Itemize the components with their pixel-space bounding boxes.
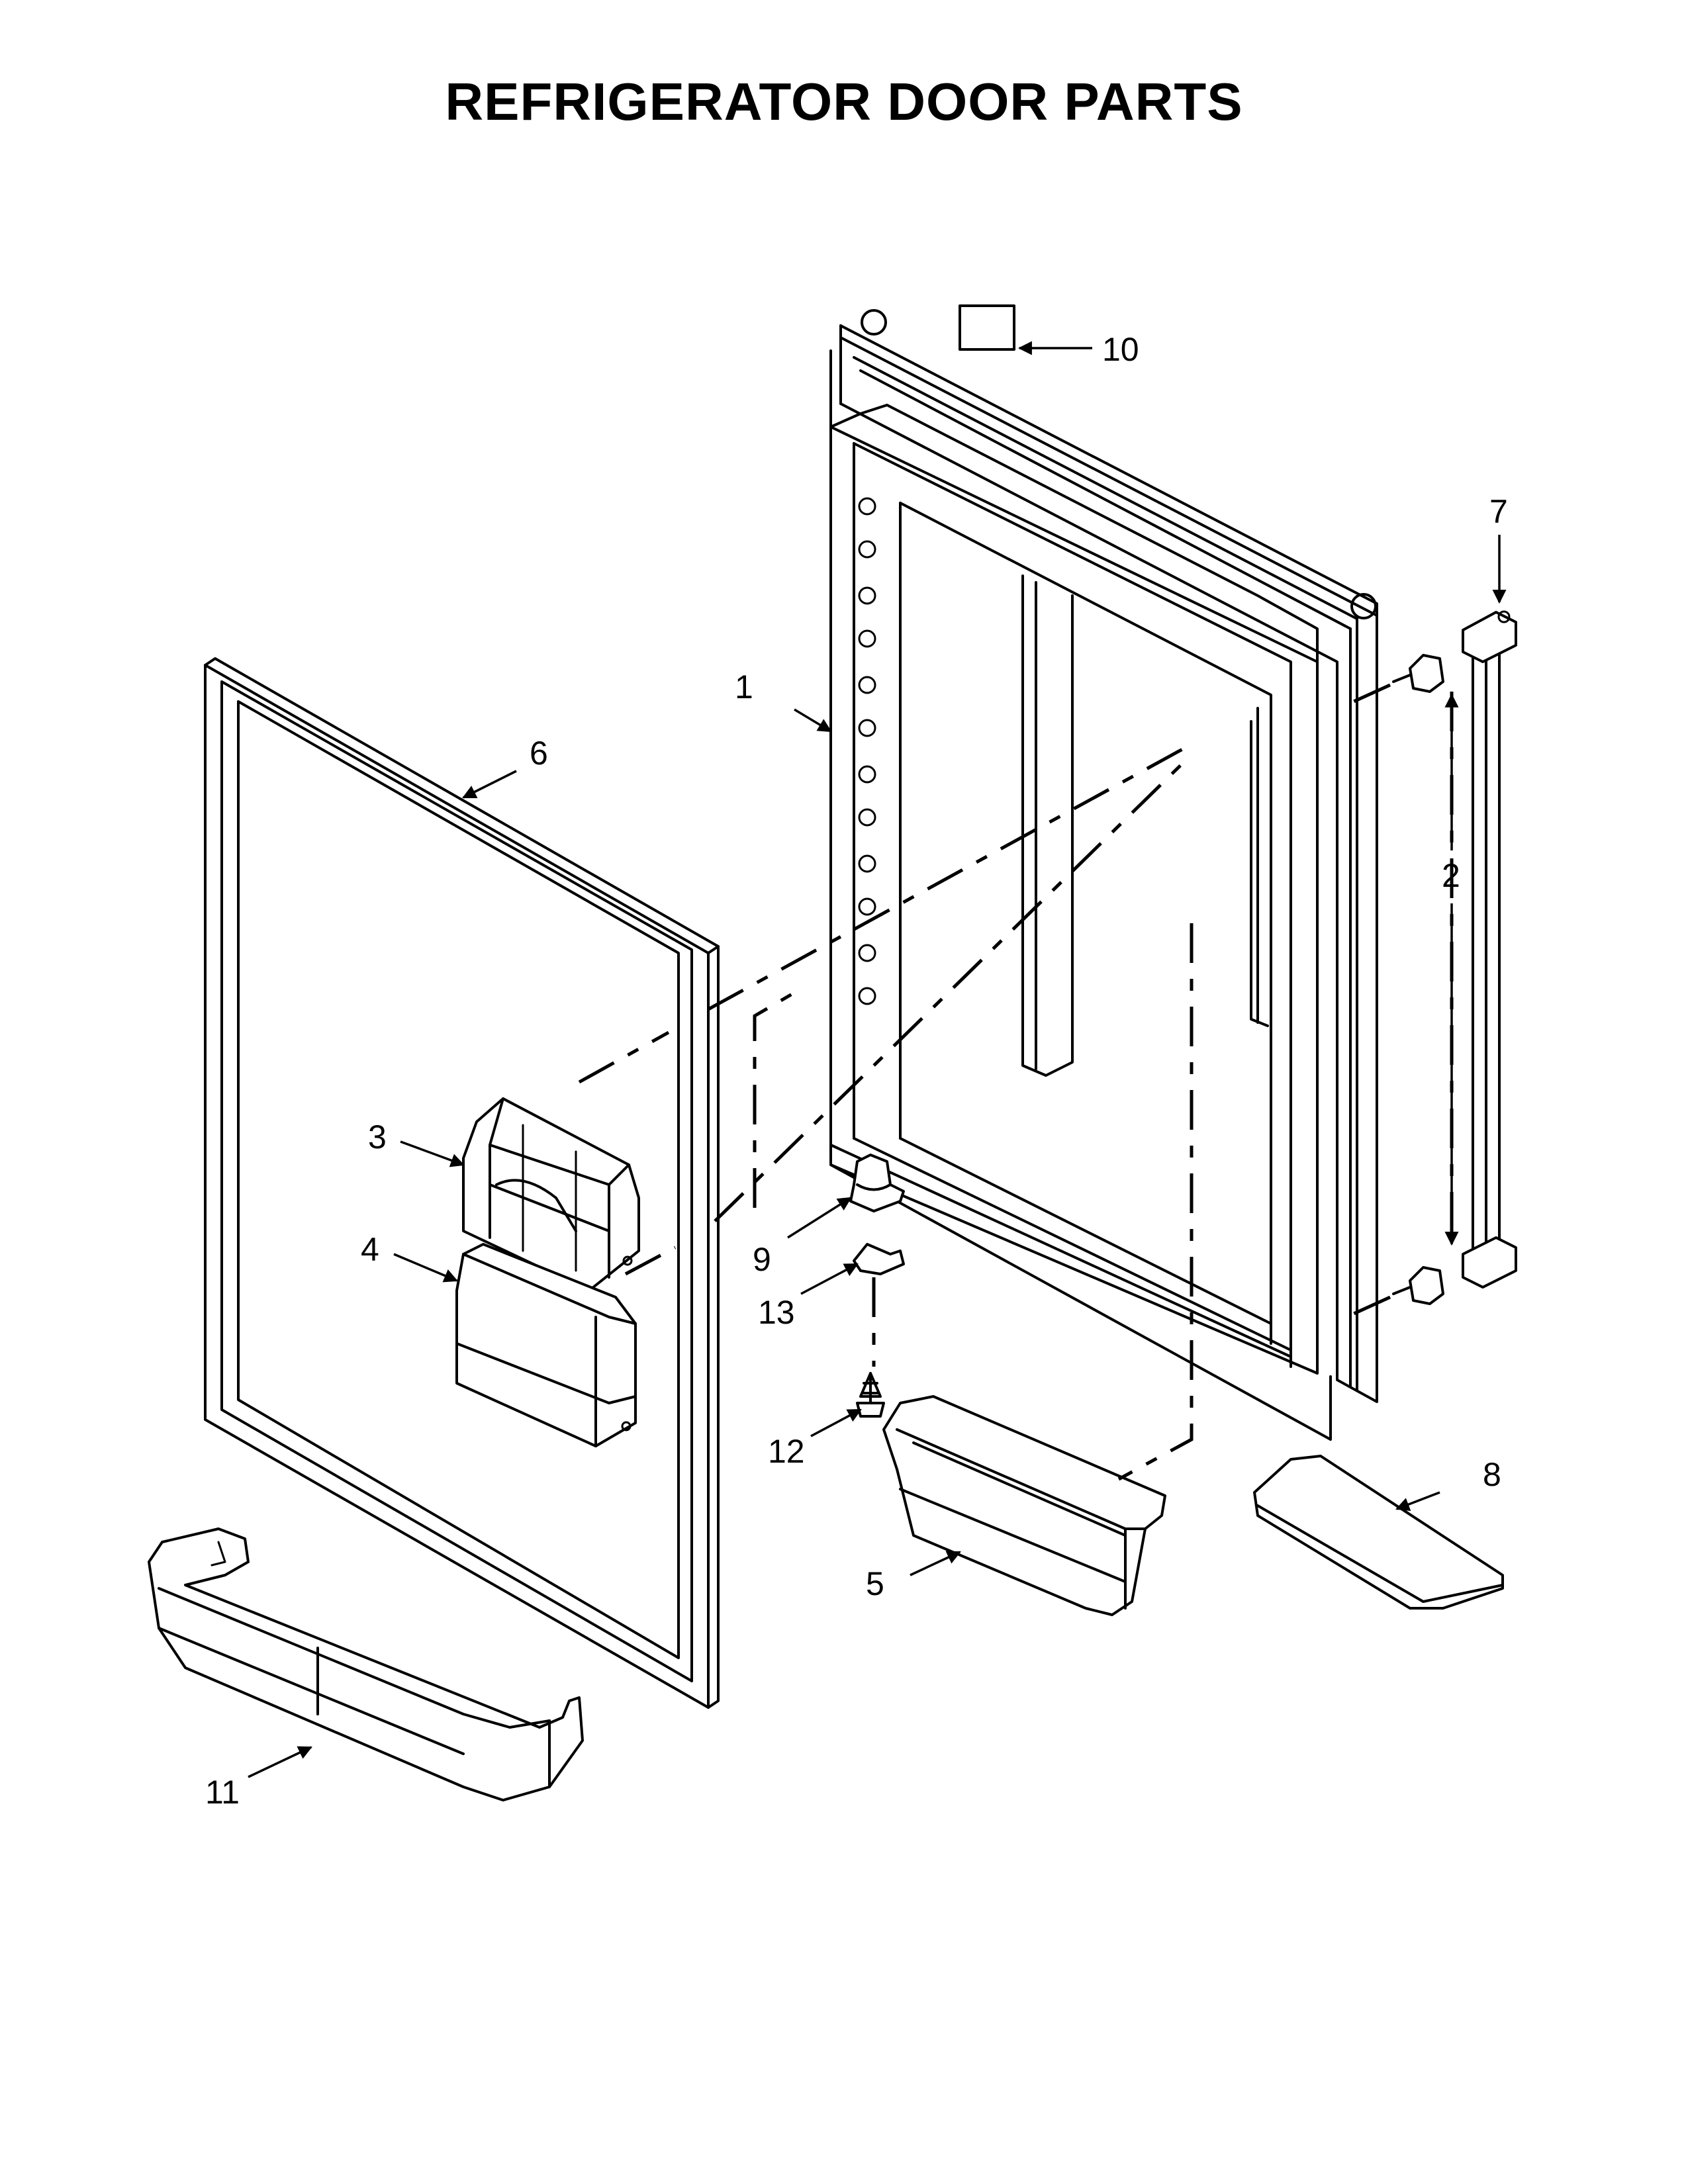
clip-part-13 bbox=[853, 1243, 905, 1275]
callout-3: 3 bbox=[368, 1118, 387, 1156]
door-bin-part-4 bbox=[455, 1243, 637, 1447]
cover-part-8 bbox=[1253, 1455, 1504, 1610]
door-gasket bbox=[204, 657, 720, 1709]
screw-part-12 bbox=[856, 1372, 885, 1418]
callout-10: 10 bbox=[1102, 331, 1139, 368]
label-part-10 bbox=[959, 304, 1015, 351]
callout-2: 2 bbox=[1442, 857, 1460, 894]
callout-5: 5 bbox=[866, 1565, 884, 1602]
callout-8: 8 bbox=[1483, 1456, 1501, 1493]
hinge-pin-part-9 bbox=[849, 1154, 905, 1212]
callout-6: 6 bbox=[530, 735, 548, 772]
callout-1: 1 bbox=[735, 668, 753, 705]
door-liner bbox=[829, 404, 1319, 1375]
door-bin-part-11 bbox=[148, 1527, 584, 1801]
diagram-title: REFRIGERATOR DOOR PARTS bbox=[445, 72, 1243, 131]
door-bin-part-5 bbox=[882, 1395, 1166, 1616]
handle-stud-upper bbox=[1352, 654, 1444, 704]
leader-lines bbox=[248, 341, 1507, 1778]
callout-9: 9 bbox=[753, 1241, 771, 1278]
handle-part-7 bbox=[1462, 610, 1517, 1289]
callout-12: 12 bbox=[768, 1433, 805, 1470]
callout-11: 11 bbox=[205, 1774, 240, 1811]
callout-7: 7 bbox=[1489, 493, 1508, 530]
callout-labels: 1 2 3 4 5 6 7 8 9 10 11 12 13 bbox=[205, 331, 1508, 1811]
dispenser-housing-part-3 bbox=[462, 1097, 640, 1292]
callout-13: 13 bbox=[758, 1294, 795, 1331]
callout-4: 4 bbox=[361, 1231, 379, 1268]
handle-stud-lower bbox=[1352, 1266, 1444, 1316]
liner-mounting-bosses bbox=[858, 497, 876, 1005]
